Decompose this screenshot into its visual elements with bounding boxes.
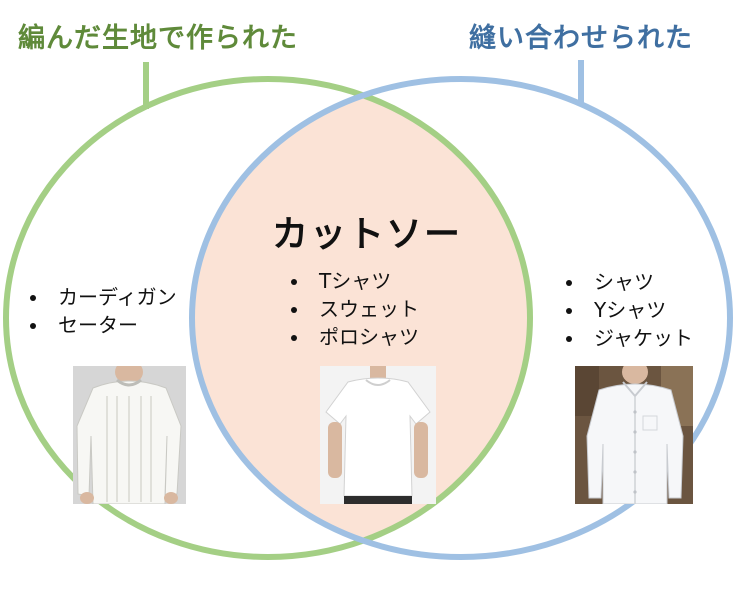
list-item: ジャケット: [562, 324, 693, 352]
intersection-title: カットソー: [272, 214, 463, 255]
left-set-items: カーディガン セーター: [26, 283, 177, 339]
list-item: Yシャツ: [562, 296, 693, 324]
right-set-title: 縫い合わせられた: [469, 23, 693, 54]
intersection-items: Tシャツ スウェット ポロシャツ: [287, 267, 419, 351]
left-set-title: 編んだ生地で作られた: [18, 23, 298, 54]
right-set-items: シャツ Yシャツ ジャケット: [562, 268, 693, 352]
left-circle: [3, 76, 533, 560]
button-shirt-photo: [575, 366, 693, 504]
list-item: Tシャツ: [287, 267, 419, 295]
t-shirt-photo: [320, 366, 436, 504]
list-item: セーター: [26, 311, 177, 339]
list-item: シャツ: [562, 268, 693, 296]
right-circle: [189, 76, 733, 560]
list-item: スウェット: [287, 295, 419, 323]
sweater-photo: [73, 366, 186, 504]
list-item: カーディガン: [26, 283, 177, 311]
list-item: ポロシャツ: [287, 323, 419, 351]
